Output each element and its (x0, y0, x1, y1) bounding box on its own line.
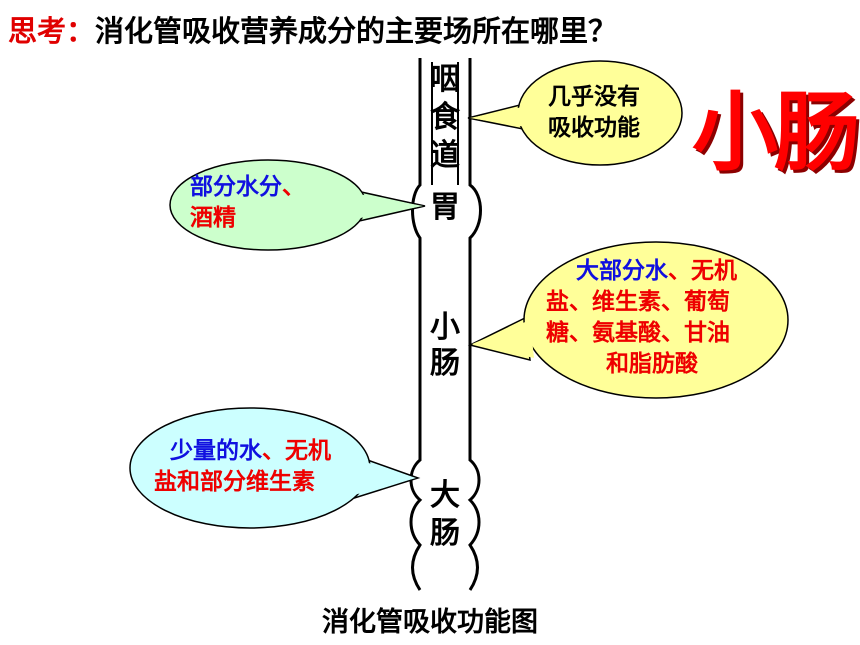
organ-label-stomach: 胃 (430, 190, 460, 225)
organ-label-small-2: 肠 (430, 346, 460, 381)
bubble-large-lead: 少量的水 (170, 438, 262, 464)
answer-text: 小肠 (692, 83, 860, 183)
organ-label-large-1: 大 (430, 478, 460, 513)
title-question: 消化管吸收营养成分的主要场所在哪里？ (95, 14, 618, 48)
tract-outline (409, 58, 482, 591)
diagram-caption: 消化管吸收功能图 (322, 607, 538, 638)
bubble-small-l4: 和脂肪酸 (606, 351, 698, 377)
bubble-small-l2: 盐、维生素、葡萄 (546, 289, 730, 315)
bubble-esophagus (467, 60, 683, 166)
bubble-large-l1-rest: 、无机 (262, 438, 331, 464)
bubble-stomach-alcohol: 酒精 (190, 205, 236, 231)
organ-label-pharynx: 咽 (430, 62, 460, 97)
bubble-stomach-text: 部分水分、 酒精 (190, 172, 305, 234)
bubble-stomach-water: 部分水分 (190, 174, 282, 200)
tract-right-wall (467, 58, 482, 591)
bubble-stomach-sep: 、 (282, 174, 305, 200)
bubble-esophagus-line2: 吸收功能 (548, 115, 640, 141)
organ-label-small-1: 小 (430, 310, 460, 345)
bubble-small-intestine (467, 241, 789, 399)
bubble-large-intestine-text: 少量的水、无机 盐和部分维生素 (154, 436, 331, 498)
title-lead: 思考： (8, 14, 96, 48)
tract-left-wall (409, 58, 423, 591)
organ-label-esophagus-2: 道 (430, 138, 460, 173)
bubble-esophagus-text: 几乎没有 吸收功能 (548, 82, 640, 144)
bubble-small-lead: 大部分水 (576, 258, 668, 284)
bubble-esophagus-line1: 几乎没有 (548, 84, 640, 110)
organ-label-large-2: 肠 (430, 516, 460, 551)
page-title: 思考：消化管吸收营养成分的主要场所在哪里？ (8, 8, 617, 50)
bubble-large-l2: 盐和部分维生素 (154, 469, 315, 495)
bubble-small-l3: 糖、氨基酸、甘油 (546, 320, 730, 346)
bubble-stomach (169, 159, 426, 251)
bubble-small-l1-rest: 、无机 (668, 258, 737, 284)
tract-inner-line (431, 62, 459, 185)
organ-label-esophagus-1: 食 (430, 100, 460, 135)
bubble-small-intestine-text: 大部分水、无机 盐、维生素、葡萄 糖、氨基酸、甘油 和脂肪酸 (546, 256, 737, 380)
bubble-large-intestine (129, 407, 421, 529)
